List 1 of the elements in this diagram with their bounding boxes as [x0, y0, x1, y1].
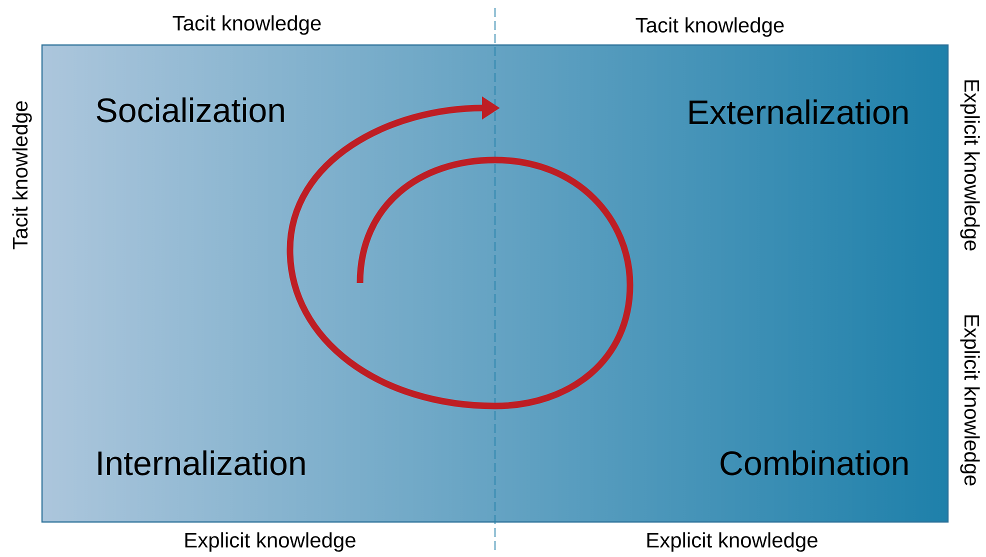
quadrant-box: Socialization Externalization Internalization Combination: [41, 44, 949, 523]
